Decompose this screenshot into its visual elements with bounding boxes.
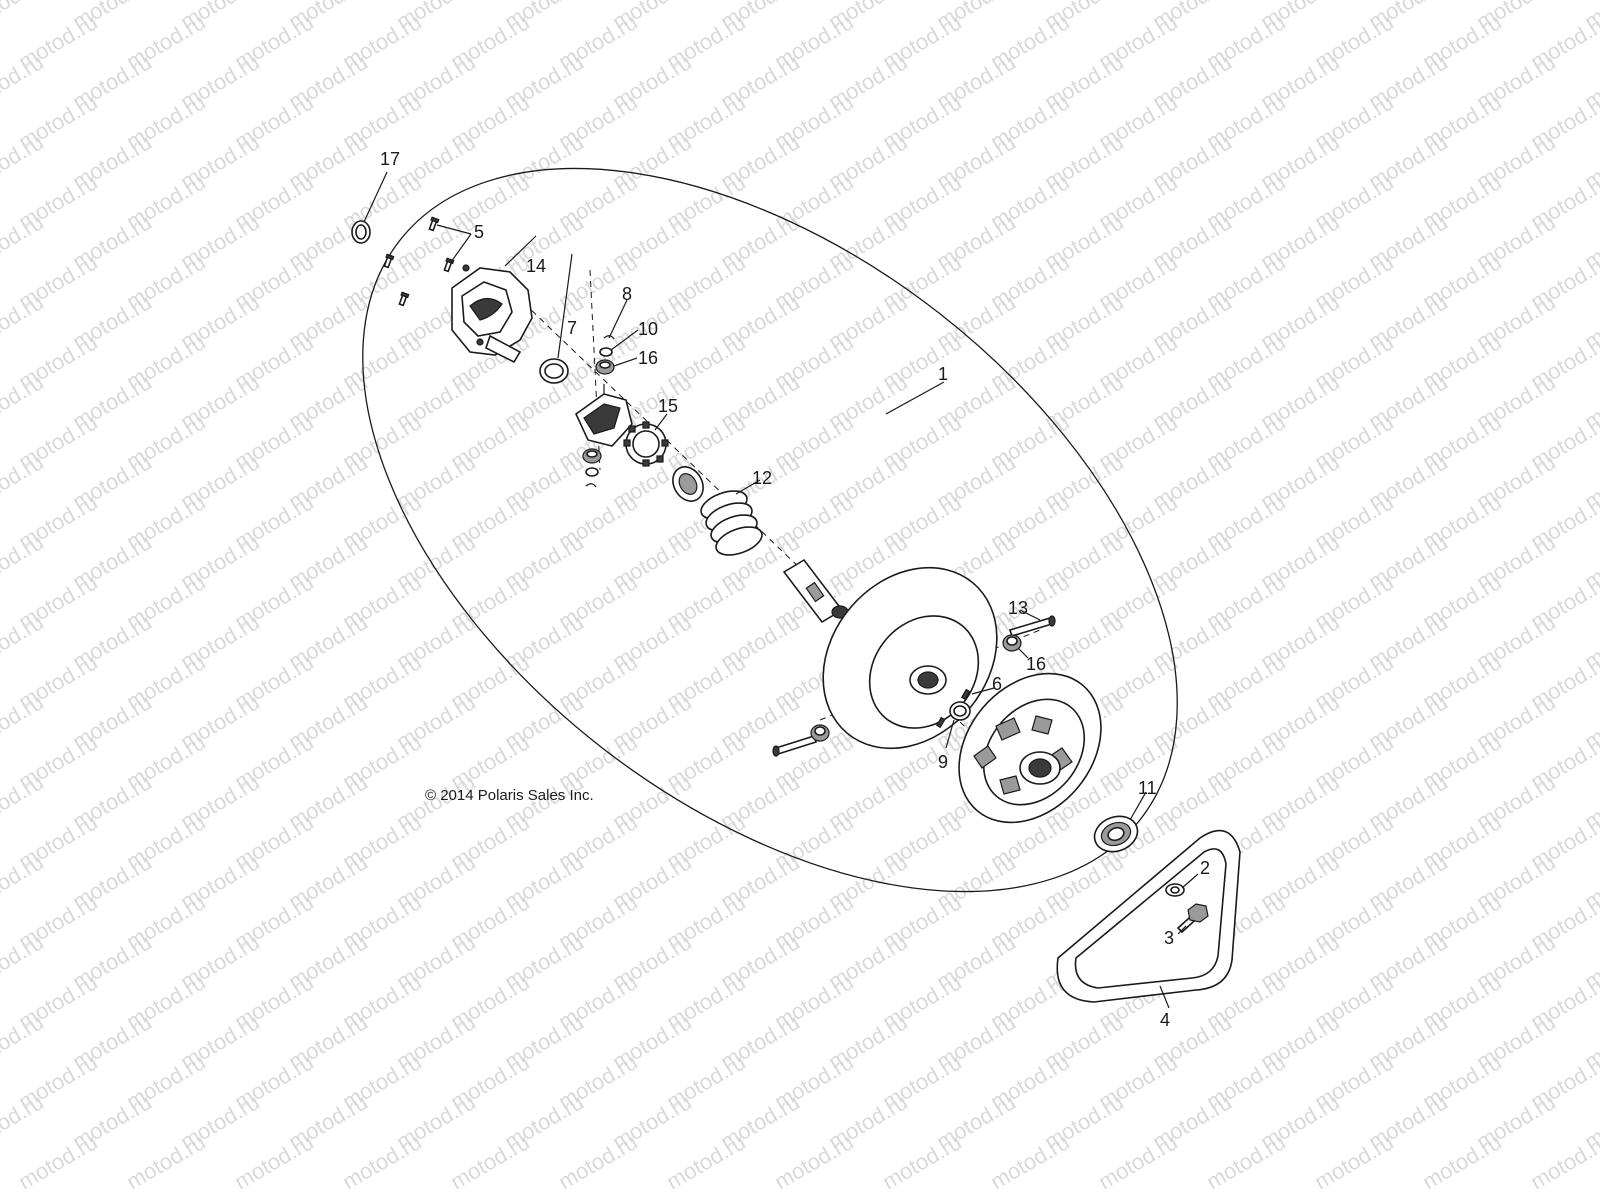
watermark-text: motod.ru	[0, 49, 48, 114]
watermark-text: motod.ru	[662, 1129, 750, 1194]
copyright-text: © 2014 Polaris Sales Inc.	[425, 787, 594, 804]
pin-13	[1008, 615, 1056, 637]
watermark-text: motod.ru	[122, 1129, 210, 1194]
washer-7	[539, 358, 569, 384]
watermark-text: motod.ru	[0, 769, 48, 834]
watermark-text: motod.ru	[1094, 1129, 1182, 1194]
callout-4: 4	[1160, 1010, 1170, 1030]
callout-9: 9	[938, 752, 948, 772]
watermark-text: motod.ru	[878, 1129, 966, 1194]
roller-16-upper	[595, 359, 615, 375]
callout-5: 5	[474, 222, 484, 242]
watermark-text: motod.ru	[0, 369, 48, 434]
washer-10	[599, 347, 613, 357]
bearing-11	[1093, 815, 1139, 853]
callout-7: 7	[567, 318, 577, 338]
callout-8: 8	[622, 284, 632, 304]
moveable-sheave	[958, 672, 1102, 824]
spider-hub	[574, 384, 633, 447]
watermark-text: motod.ru	[986, 1129, 1074, 1194]
callout-16a: 16	[638, 348, 658, 368]
screws-5	[383, 216, 455, 307]
callout-11: 11	[1138, 778, 1157, 798]
watermark-text: motod.ru	[0, 849, 48, 914]
watermark-text: motod.ru	[0, 929, 48, 994]
pin-left	[772, 735, 818, 757]
roller-16-lower	[1002, 634, 1022, 652]
callout-2: 2	[1200, 858, 1210, 878]
watermark-text: motod.ru	[0, 449, 48, 514]
watermark-text: motod.ru	[446, 1129, 534, 1194]
callout-17: 17	[380, 149, 400, 169]
watermark-text: motod.ru	[0, 689, 48, 754]
button-ring-15	[623, 421, 669, 467]
watermark-text: motod.ru	[1526, 1129, 1600, 1194]
watermark-text: motod.ru	[0, 1009, 48, 1074]
callout-16b: 16	[1026, 654, 1046, 674]
watermark-text: motod.ru	[1418, 1129, 1506, 1194]
watermark-text: motod.ru	[14, 1129, 102, 1194]
bushing-9	[935, 701, 971, 729]
watermark-text: motod.ru	[230, 1129, 318, 1194]
callout-10: 10	[638, 319, 658, 339]
pin-6	[960, 688, 971, 701]
watermark-text: motod.ru	[554, 1129, 642, 1194]
callout-12: 12	[752, 468, 772, 488]
watermark-text: motod.ru	[0, 289, 48, 354]
watermark-text: motod.ru	[0, 1089, 48, 1154]
watermark-text: motod.ru	[338, 1129, 426, 1194]
washer-2	[1165, 883, 1185, 897]
belt-4	[1056, 829, 1241, 1003]
watermark-text: motod.ru	[1310, 1129, 1398, 1194]
watermark-text: motod.ru	[0, 0, 48, 34]
stationary-sheave	[822, 566, 998, 750]
callout-labels: 17 5 14 8 7 10 16 1 15 12 13 16 6 9 11 2…	[380, 149, 1210, 1030]
callout-3: 3	[1164, 928, 1174, 948]
spring-12	[700, 490, 763, 556]
o-ring-17	[351, 220, 371, 244]
roller-left	[810, 724, 830, 742]
watermark-text: motod.ru	[0, 129, 48, 194]
callout-1: 1	[938, 364, 948, 384]
watermark-text: motod.ru	[770, 1129, 858, 1194]
callout-6: 6	[992, 674, 1002, 694]
watermark-text: motod.ru	[1202, 1129, 1290, 1194]
thrust-washer	[672, 466, 704, 502]
roller-lower	[582, 448, 602, 488]
callout-15: 15	[658, 396, 678, 416]
callout-14: 14	[526, 256, 546, 276]
bolt-3	[1176, 903, 1209, 934]
watermark-text: motod.ru	[0, 209, 48, 274]
assembly-outline	[362, 167, 1178, 893]
leader-lines	[363, 171, 1199, 1009]
watermark-text: motod.ru	[0, 609, 48, 674]
cam-cover-14	[451, 264, 533, 364]
callout-13: 13	[1008, 598, 1028, 618]
watermark-text: motod.ru	[0, 529, 48, 594]
